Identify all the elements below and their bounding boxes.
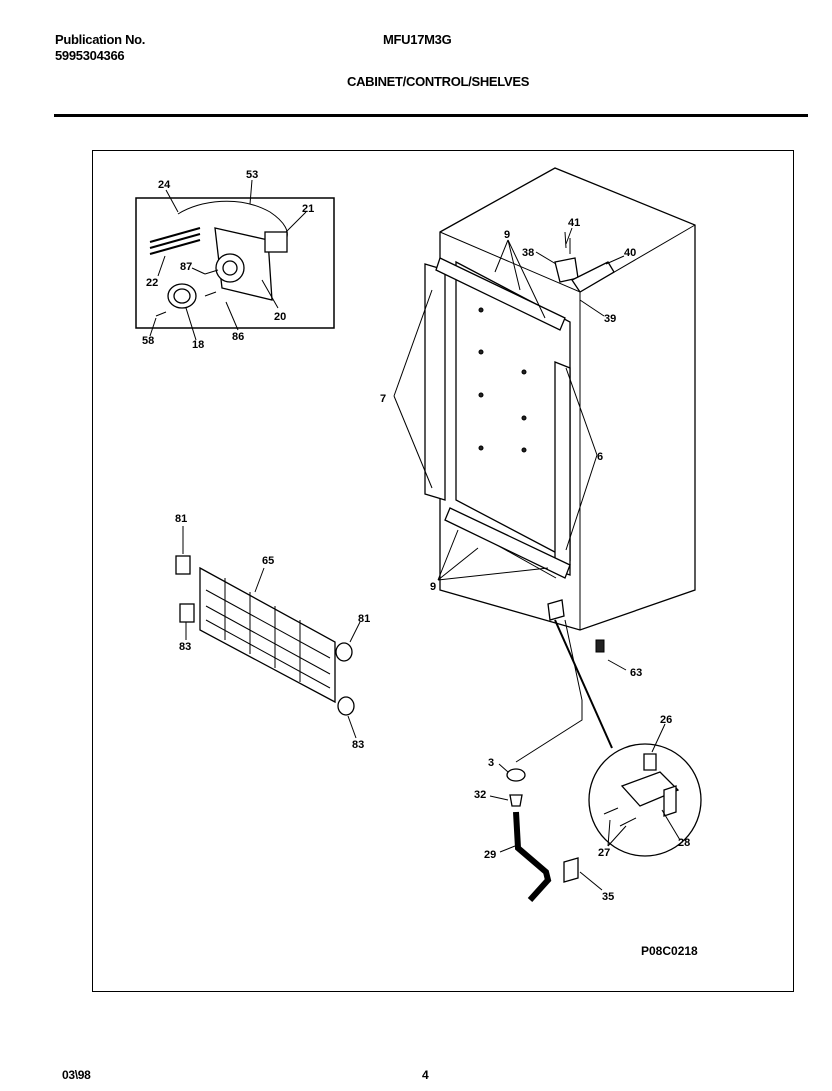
drain-clip	[563, 857, 579, 883]
callout-28: 28	[678, 837, 690, 849]
callout-9-bottom: 9	[430, 581, 436, 593]
drain-grommet	[509, 794, 523, 807]
drain-plug	[506, 768, 526, 782]
shelf-support-83-right	[337, 696, 355, 716]
callout-39: 39	[604, 313, 616, 325]
callout-87: 87	[180, 261, 192, 273]
top-trim	[435, 257, 566, 331]
callout-20: 20	[274, 311, 286, 323]
drain-parts	[489, 763, 603, 903]
header-divider	[54, 114, 808, 117]
shelf-assembly	[175, 526, 361, 739]
control-inset	[135, 179, 335, 341]
shelf-support-83-left	[179, 603, 195, 623]
page-number: 4	[422, 1068, 429, 1082]
callout-65: 65	[262, 555, 274, 567]
callout-58: 58	[142, 335, 154, 347]
callout-22: 22	[146, 277, 158, 289]
callout-24: 24	[158, 179, 171, 191]
callout-81-left: 81	[175, 513, 187, 525]
callout-81-right: 81	[358, 613, 370, 625]
detail-hinge-pin	[643, 753, 657, 771]
callout-18: 18	[192, 339, 204, 351]
detail-pointer	[554, 619, 613, 749]
publication-label: Publication No.	[55, 32, 146, 47]
callout-83-right: 83	[352, 739, 364, 751]
leveling-leg	[595, 639, 605, 653]
callout-32: 32	[474, 789, 486, 801]
control-switch	[264, 231, 288, 253]
breaker-strip-left	[424, 263, 446, 501]
callout-3: 3	[488, 757, 494, 769]
hinge-detail	[588, 723, 702, 857]
section-title: CABINET/CONTROL/SHELVES	[347, 74, 530, 89]
callout-63: 63	[630, 667, 642, 679]
callout-21: 21	[302, 203, 314, 215]
callout-38: 38	[522, 247, 534, 259]
wire-shelf	[199, 566, 336, 704]
detail-hinge-plate	[620, 771, 680, 807]
top-hinge	[571, 261, 615, 293]
bottom-hinge-assembly	[547, 599, 565, 621]
model-number: MFU17M3G	[383, 32, 452, 47]
callout-29: 29	[484, 849, 496, 861]
callout-6: 6	[597, 451, 603, 463]
callout-27: 27	[598, 847, 610, 859]
diagram-code: P08C0218	[641, 944, 698, 958]
callout-83-left: 83	[179, 641, 191, 653]
callout-35: 35	[602, 891, 614, 903]
drain-tube	[513, 811, 552, 903]
callout-40: 40	[624, 247, 636, 259]
footer-date: 03\98	[62, 1068, 91, 1082]
bottom-trim	[444, 507, 571, 579]
cabinet-body	[393, 167, 696, 763]
shelf-support-81-left	[175, 555, 191, 575]
publication-number: 5995304366	[55, 48, 125, 63]
callout-26: 26	[660, 714, 672, 726]
shelf-support-81-right	[335, 642, 353, 662]
breaker-strip-right	[554, 361, 571, 576]
callout-41: 41	[568, 217, 580, 229]
callout-86: 86	[232, 331, 244, 343]
callout-9-top: 9	[504, 229, 510, 241]
callout-7: 7	[380, 393, 386, 405]
callout-53: 53	[246, 169, 258, 181]
diagram-frame	[92, 150, 794, 992]
sensing-tube	[149, 227, 201, 255]
